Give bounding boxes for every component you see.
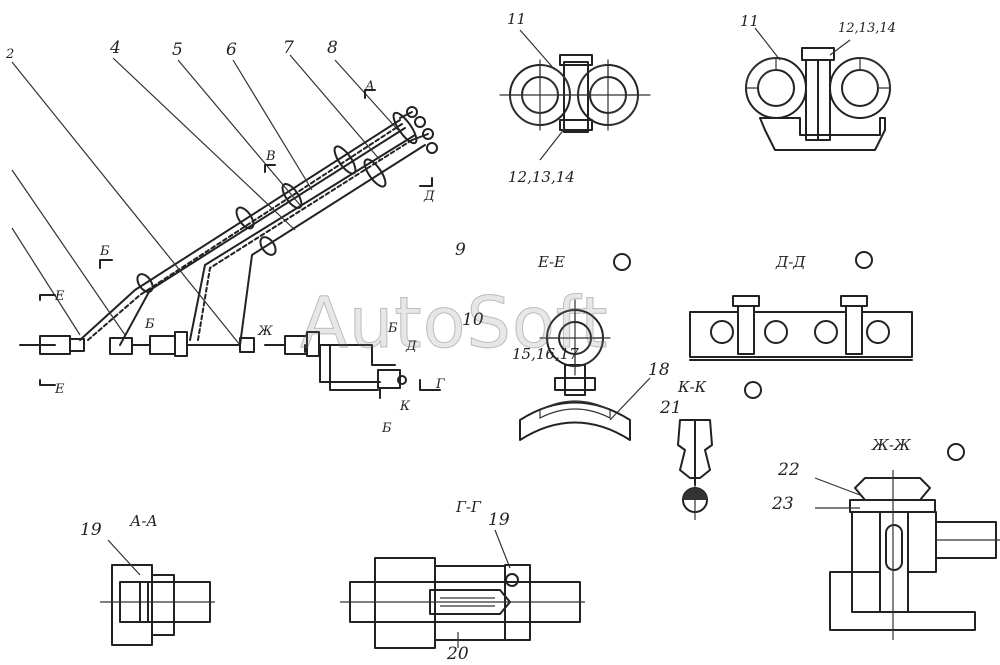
section-kk [677, 419, 713, 520]
section-gg [340, 529, 585, 649]
callout-11-left: 11 [507, 10, 527, 28]
cut-mark-e2: Е [55, 382, 65, 397]
cut-mark-d2: Д [406, 339, 417, 354]
callout-12-13-14-left: 12,13,14 [508, 168, 575, 186]
cut-mark-zh: Ж [258, 324, 273, 339]
section-title-zhzh: Ж-Ж [872, 436, 911, 454]
pipe-bundle [11, 54, 441, 399]
callout-22: 22 [778, 460, 800, 480]
callout-7: 7 [283, 38, 294, 58]
callout-23: 23 [772, 494, 794, 514]
section-ee [505, 251, 965, 587]
callout-4: 4 [110, 38, 121, 58]
callout-21: 21 [660, 398, 682, 418]
section-dd [689, 295, 913, 361]
cut-mark-d: Д [424, 189, 435, 204]
callout-12-13-14-right: 12,13,14 [838, 21, 896, 36]
callout-5: 5 [172, 40, 183, 60]
callout-8: 8 [327, 38, 338, 58]
callout-6: 6 [226, 40, 237, 60]
cut-mark-b2: Б [145, 317, 155, 332]
cut-mark-b1: Б [100, 244, 110, 259]
callout-9: 9 [455, 240, 466, 260]
callout-19-left: 19 [80, 520, 102, 540]
section-title-aa: А-А [130, 512, 158, 530]
section-aa [100, 539, 215, 646]
section-clip-right [745, 27, 891, 151]
callout-10: 10 [462, 310, 484, 330]
cut-mark-b4: Б [382, 421, 392, 436]
cut-mark-e1: Е [55, 289, 65, 304]
callout-20: 20 [447, 644, 469, 664]
section-zhzh [814, 470, 1000, 640]
section-title-ee: Е-Е [538, 253, 565, 271]
section-title-gg: Г-Г [456, 498, 481, 516]
cut-mark-k: К [400, 399, 411, 414]
section-title-dd: Д-Д [776, 253, 806, 271]
callout-18: 18 [648, 360, 670, 380]
cut-mark-a: А [365, 79, 375, 94]
section-title-kk: К-К [678, 378, 707, 396]
callout-15-16-17: 15,16,17 [512, 345, 579, 363]
callout-2: 2 [6, 47, 15, 62]
cut-mark-g: Г [436, 377, 445, 392]
section-clip-left [499, 29, 651, 161]
callout-11-right: 11 [740, 12, 760, 30]
callout-19-right: 19 [488, 510, 510, 530]
cut-mark-v: В [266, 149, 276, 164]
watermark: AutoSoft [300, 282, 609, 365]
cut-mark-b3: Б [388, 321, 398, 336]
